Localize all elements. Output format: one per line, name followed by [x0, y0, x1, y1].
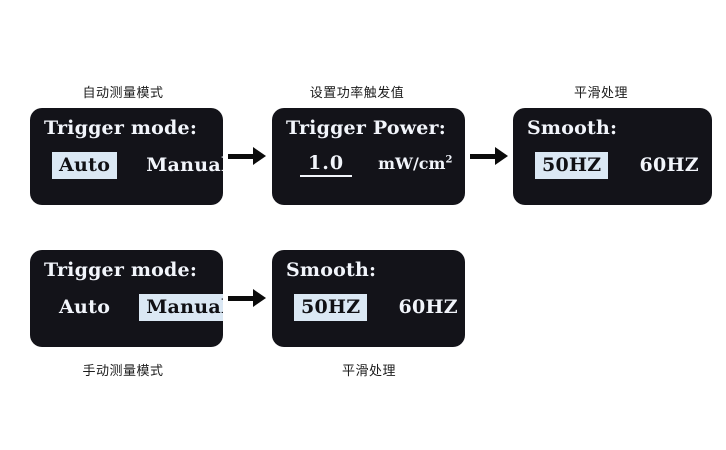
option-60hz[interactable]: 60HZ: [398, 296, 458, 318]
option-60hz[interactable]: 60HZ: [639, 154, 699, 176]
screen-title-trigger-mode: Trigger mode:: [44, 259, 198, 281]
screen-trigger-power[interactable]: Trigger Power: 1.0 mW/cm2: [272, 108, 465, 205]
arrow-head: [253, 147, 266, 165]
caption-smooth-bottom: 平滑处理: [341, 364, 396, 379]
screen-smooth-bottom[interactable]: Smooth: 50HZ 60HZ: [272, 250, 465, 347]
option-auto[interactable]: Auto: [52, 152, 118, 179]
option-row-smooth: 50HZ 60HZ: [513, 152, 712, 179]
trigger-power-unit-base: mW/cm: [378, 154, 446, 173]
option-50hz[interactable]: 50HZ: [535, 152, 609, 179]
screen-title-smooth: Smooth:: [286, 259, 377, 281]
screen-smooth-top[interactable]: Smooth: 50HZ 60HZ: [513, 108, 712, 205]
caption-manual-measurement-mode: 手动测量模式: [82, 364, 164, 379]
caption-smooth-top: 平滑处理: [573, 86, 628, 101]
screen-title-trigger-mode: Trigger mode:: [44, 117, 198, 139]
arrow-shaft: [228, 295, 254, 301]
trigger-power-unit-exponent: 2: [445, 154, 453, 166]
arrow-head: [253, 289, 266, 307]
arrow-shaft: [470, 153, 496, 159]
option-row-smooth: 50HZ 60HZ: [272, 294, 465, 321]
screen-trigger-mode-auto[interactable]: Trigger mode: Auto Manual: [30, 108, 223, 205]
screen-trigger-mode-manual[interactable]: Trigger mode: Auto Manual: [30, 250, 223, 347]
screen-title-smooth: Smooth:: [527, 117, 618, 139]
caption-auto-measurement-mode: 自动测量模式: [82, 86, 164, 101]
screen-title-trigger-power: Trigger Power:: [286, 117, 446, 139]
arrow-head: [495, 147, 508, 165]
option-50hz[interactable]: 50HZ: [294, 294, 368, 321]
arrow-auto-to-power: [228, 147, 266, 165]
trigger-power-value[interactable]: 1.0: [300, 152, 353, 177]
option-auto[interactable]: Auto: [59, 296, 111, 318]
arrow-shaft: [228, 153, 254, 159]
option-row-trigger-mode: Auto Manual: [30, 294, 223, 321]
option-manual[interactable]: Manual: [139, 294, 223, 321]
arrow-manual-to-smooth: [228, 289, 266, 307]
option-manual[interactable]: Manual: [146, 154, 223, 176]
value-row-trigger-power: 1.0 mW/cm2: [272, 152, 465, 177]
trigger-power-unit: mW/cm2: [378, 154, 452, 173]
option-row-trigger-mode: Auto Manual: [30, 152, 223, 179]
arrow-power-to-smooth: [470, 147, 508, 165]
caption-set-trigger-power: 设置功率触发值: [309, 86, 405, 101]
